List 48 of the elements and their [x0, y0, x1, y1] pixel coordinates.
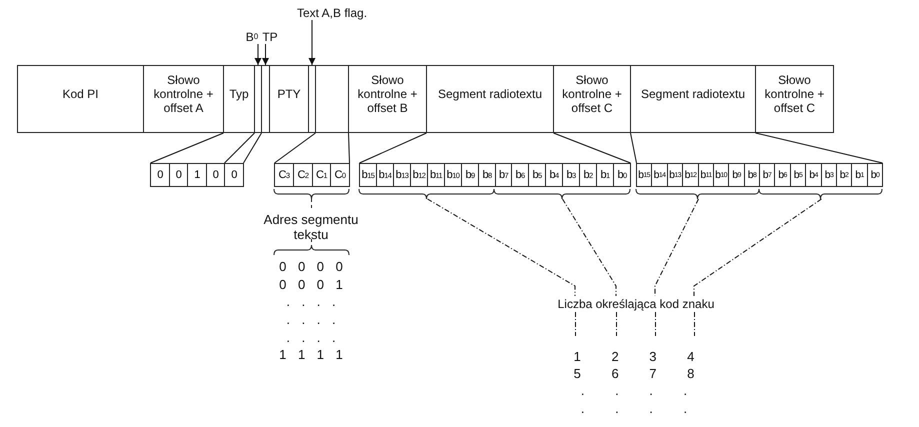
bit-cell: 0: [206, 163, 225, 187]
value-row-text: . . . .: [285, 330, 337, 345]
annotation-text: Liczba określająca kod znaku: [548, 296, 724, 312]
frame-field: PTY: [269, 65, 309, 133]
expansion-line: [755, 132, 883, 164]
expansion-line: [359, 132, 427, 164]
frame-field: Segment radiotextu: [630, 65, 756, 133]
value-row-text: 1 1 1 1: [278, 347, 344, 362]
annotation-text: TP: [261, 29, 279, 44]
expansion-line: [150, 132, 224, 164]
leader-line: [654, 198, 699, 296]
leader-line: [616, 312, 617, 336]
frame-field: Typ: [223, 65, 255, 133]
leader-line: [575, 312, 576, 336]
frame-field: Słowo kontrolne + offset B: [348, 65, 427, 133]
leader-line: [694, 198, 822, 296]
value-row-text: . . . .: [285, 312, 337, 327]
frame-field: Słowo kontrolne + offset C: [755, 65, 834, 133]
frame-field: Słowo kontrolne + offset C: [553, 65, 631, 133]
leader-line: [694, 312, 695, 336]
arrow: [254, 44, 262, 66]
bit-cell: 0: [150, 163, 170, 187]
expansion-line: [553, 132, 631, 164]
leader-line: [562, 198, 616, 296]
leader-line: [655, 312, 656, 336]
value-row-text: 0 0 0 1: [278, 277, 344, 292]
value-row-text: . . . .: [285, 294, 337, 309]
bit-cell: 0: [169, 163, 188, 187]
value-row-text: 5 6 7 8: [572, 366, 696, 381]
expansion-line: [630, 132, 637, 164]
value-row-text: 1 2 3 4: [572, 349, 696, 364]
frame-field: Słowo kontrolne + offset A: [143, 65, 224, 133]
bit-cell: 1: [187, 163, 207, 187]
arrow: [262, 44, 269, 66]
value-row-text: . . . .: [580, 401, 688, 416]
leader-line: [427, 198, 576, 296]
value-row-text: . . . .: [580, 383, 688, 398]
frame-field: Segment radiotextu: [426, 65, 554, 133]
brace-label: Adres segmentu tekstu: [262, 212, 360, 242]
expansion-line: [224, 132, 255, 164]
bit-cell: 0: [224, 163, 244, 187]
expansion-line: [274, 132, 316, 164]
bit-flag-cell: [315, 65, 349, 133]
expansion-line: [348, 132, 350, 164]
arrow: [308, 20, 316, 66]
value-row-text: 0 0 0 0: [278, 259, 344, 274]
frame-field: Kod PI: [17, 65, 144, 133]
expansion-line: [243, 132, 262, 164]
